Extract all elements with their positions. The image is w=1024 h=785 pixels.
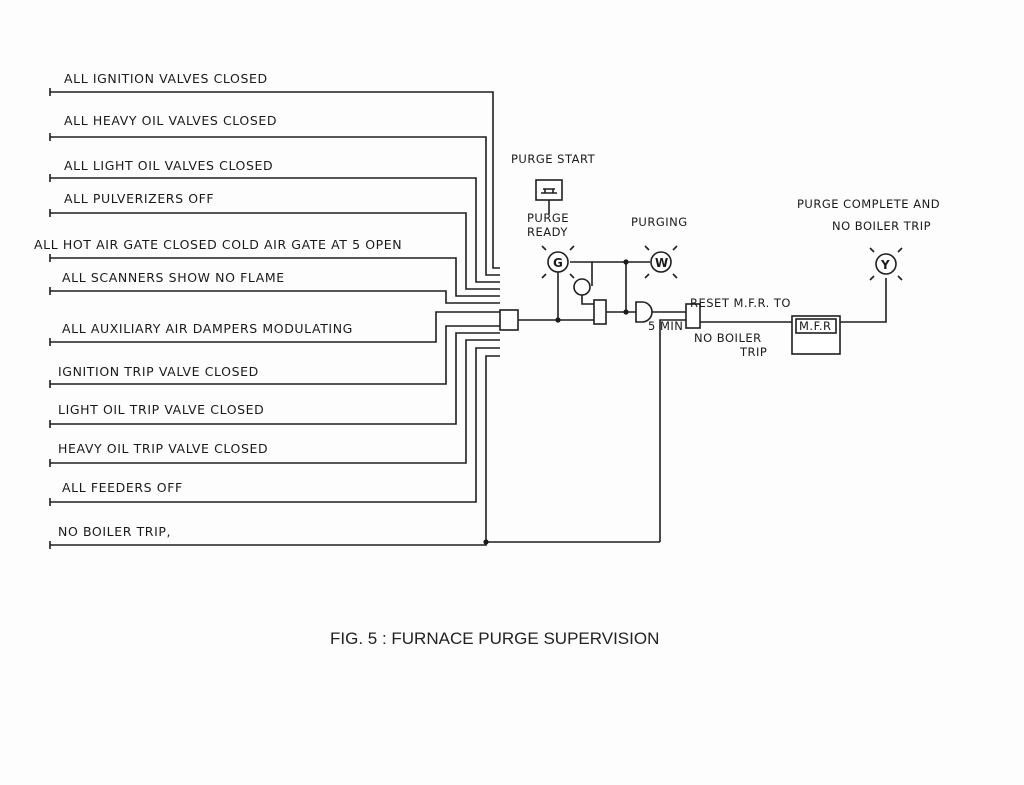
input-lines: [49, 88, 500, 549]
purge-complete-label-2: NO BOILER TRIP: [832, 219, 931, 233]
timer-symbol: [635, 301, 653, 323]
relay-coil: [573, 278, 591, 296]
mfr-output-line: [840, 278, 887, 323]
junction-dot-3: [623, 309, 629, 315]
figure-caption: FIG. 5 : FURNACE PURGE SUPERVISION: [330, 629, 659, 648]
input-label-3: ALL LIGHT OIL VALVES CLOSED: [64, 158, 273, 173]
input-label-12: NO BOILER TRIP,: [58, 524, 171, 539]
input-line-2: [50, 136, 500, 276]
input-label-5: ALL HOT AIR GATE CLOSED COLD AIR GATE AT…: [34, 237, 402, 252]
relay-contact: [593, 299, 607, 325]
no-boiler-label-1: NO BOILER: [694, 331, 762, 345]
reset-mfr-label: RESET M.F.R. TO: [690, 296, 791, 310]
junction-dot-4: [483, 539, 489, 545]
mfr-label: M.F.R: [799, 319, 832, 333]
input-line-1: [50, 91, 500, 269]
purge-start-label: PURGE START: [511, 152, 596, 166]
lamp-w-icon: W: [644, 245, 678, 279]
input-label-6: ALL SCANNERS SHOW NO FLAME: [62, 270, 285, 285]
lamp-y-icon: Y: [869, 247, 903, 281]
input-line-6: [50, 290, 500, 304]
input-label-2: ALL HEAVY OIL VALVES CLOSED: [64, 113, 277, 128]
svg-text:W: W: [655, 256, 668, 270]
purging-label: PURGING: [631, 215, 688, 229]
input-label-11: ALL FEEDERS OFF: [62, 480, 183, 495]
input-line-5: [50, 257, 500, 297]
input-line-4: [50, 212, 500, 290]
relay-line: [581, 295, 598, 305]
purge-ready-label-1: PURGE: [527, 211, 569, 225]
input-line-7: [50, 311, 500, 343]
svg-text:G: G: [553, 256, 563, 270]
mfr-label-box: [795, 318, 837, 334]
input-label-9: LIGHT OIL TRIP VALVE CLOSED: [58, 402, 264, 417]
input-label-8: IGNITION TRIP VALVE CLOSED: [58, 364, 259, 379]
purge-complete-label-1: PURGE COMPLETE AND: [797, 197, 940, 211]
input-label-7: ALL AUXILIARY AIR DAMPERS MODULATING: [62, 321, 353, 336]
input-label-4: ALL PULVERIZERS OFF: [64, 191, 214, 206]
input-label-10: HEAVY OIL TRIP VALVE CLOSED: [58, 441, 268, 456]
timer-label: 5 MIN: [648, 319, 683, 333]
purge-start-button: [535, 179, 563, 201]
input-line-3: [50, 177, 500, 283]
input-line-8: [50, 325, 500, 385]
input-line-10: [50, 339, 500, 464]
input-line-9: [50, 332, 500, 425]
input-line-11: [50, 347, 500, 503]
and-gate-2: [685, 303, 701, 329]
no-boiler-label-2: TRIP: [739, 345, 767, 359]
purge-ready-label-2: READY: [527, 225, 568, 239]
svg-text:Y: Y: [880, 258, 890, 272]
pushbutton-icon: [541, 188, 557, 194]
input-label-1: ALL IGNITION VALVES CLOSED: [64, 71, 268, 86]
and-gate: [499, 309, 519, 331]
input-line-12: [50, 355, 500, 546]
boiler-trip-feedback: [659, 319, 686, 542]
